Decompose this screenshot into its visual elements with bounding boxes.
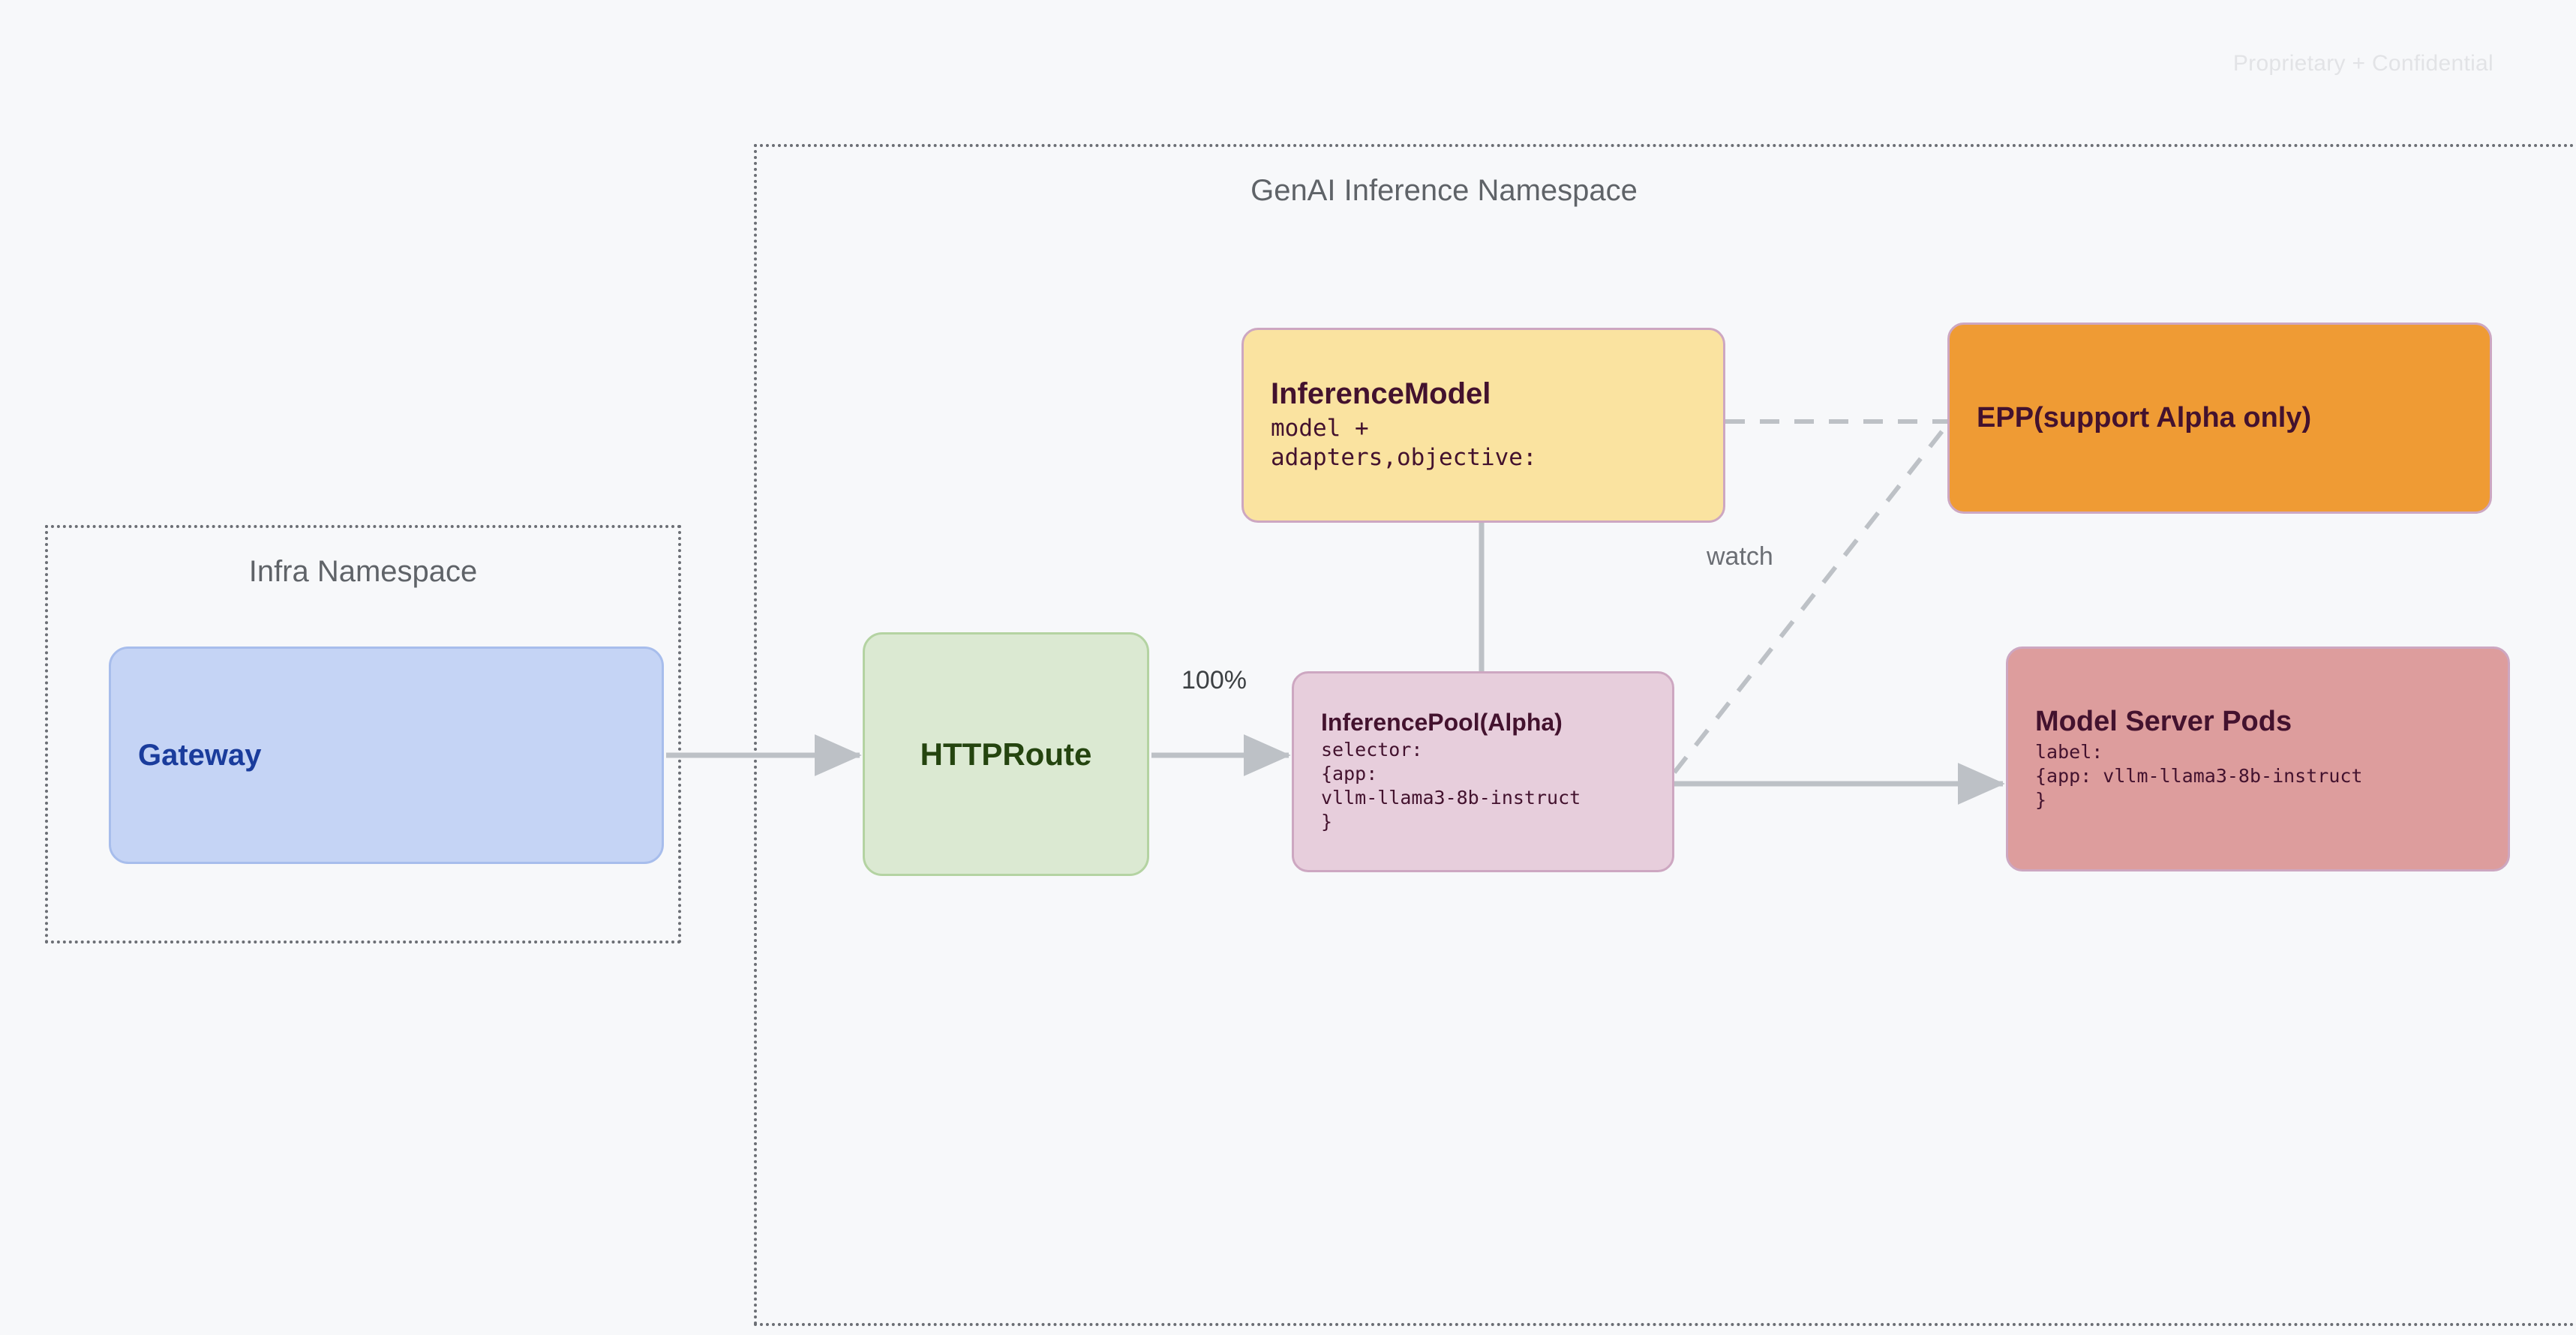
confidential-watermark: Proprietary + Confidential [2232, 51, 2493, 76]
inferencepool-title: InferencePool(Alpha) [1321, 709, 1563, 736]
node-model-server-pods[interactable]: Model Server Pods label: {app: vllm-llam… [2006, 646, 2510, 872]
gateway-title: Gateway [138, 738, 262, 772]
genai-namespace-boundary [754, 144, 2576, 1326]
epp-title: EPP(support Alpha only) [1977, 402, 2312, 434]
infra-namespace-boundary [45, 525, 681, 944]
inferencemodel-title: InferenceModel [1271, 376, 1491, 410]
edge-label-watch: watch [1707, 542, 1773, 571]
infra-namespace-title: Infra Namespace [248, 555, 478, 588]
node-gateway[interactable]: Gateway [109, 646, 664, 864]
node-inferencemodel[interactable]: InferenceModel model + adapters,objectiv… [1241, 328, 1725, 523]
httproute-title: HTTPRoute [920, 736, 1092, 772]
inferencemodel-spec: model + adapters,objective: [1271, 414, 1537, 472]
genai-namespace-title: GenAI Inference Namespace [1250, 174, 1638, 207]
model-server-pods-spec: label: {app: vllm-llama3-8b-instruct } [2035, 741, 2363, 812]
inferencepool-spec: selector: {app: vllm-llama3-8b-instruct … [1321, 738, 1581, 832]
node-httproute[interactable]: HTTPRoute [863, 632, 1149, 876]
edge-label-traffic-weight: 100% [1181, 666, 1247, 694]
model-server-pods-title: Model Server Pods [2035, 705, 2292, 737]
node-inferencepool[interactable]: InferencePool(Alpha) selector: {app: vll… [1292, 671, 1674, 872]
node-epp[interactable]: EPP(support Alpha only) [1947, 322, 2492, 514]
